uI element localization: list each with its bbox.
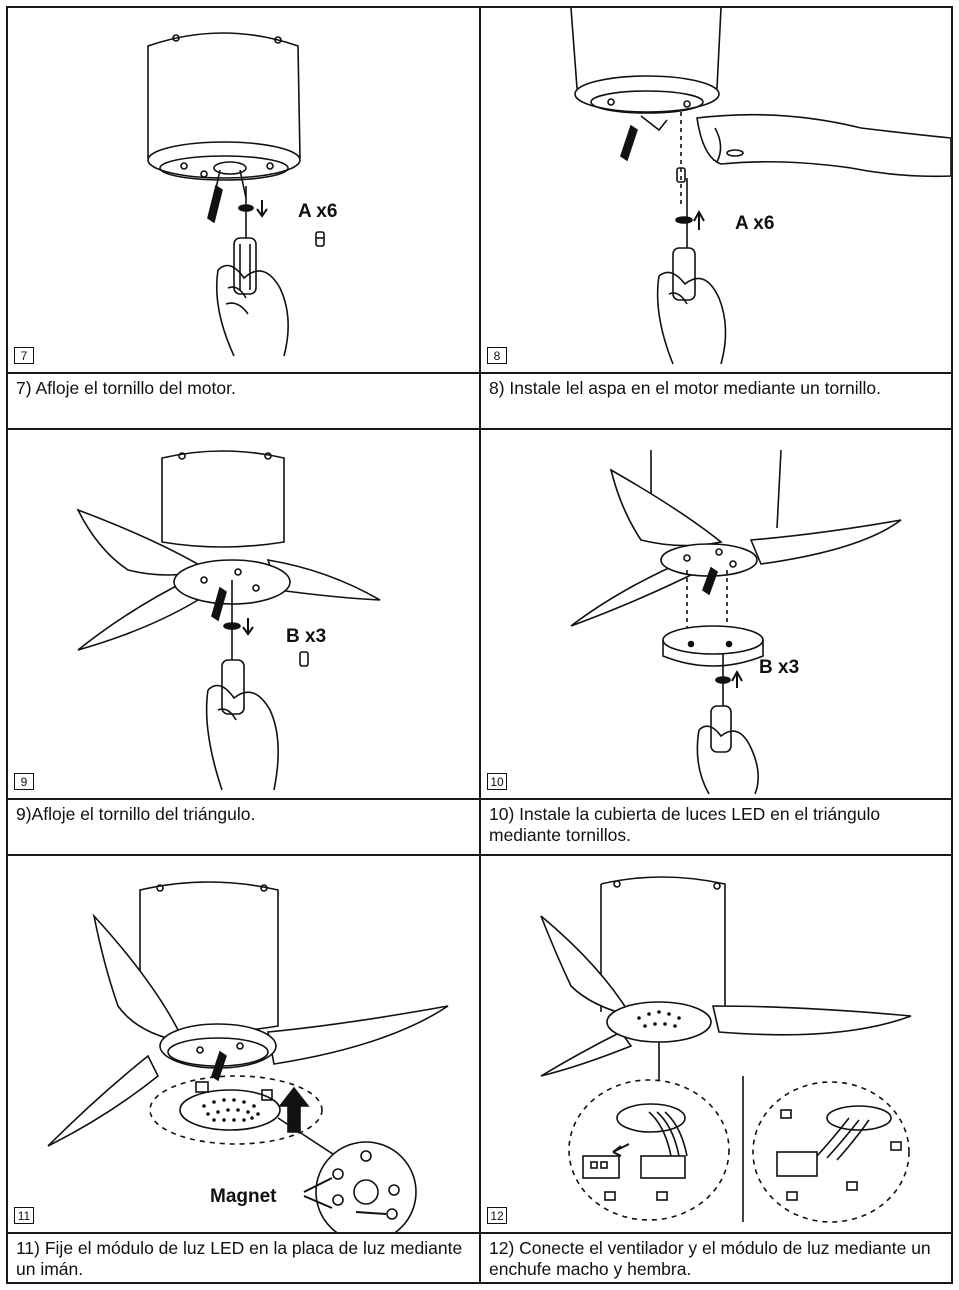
step-11-illustration: Magnet 11	[8, 856, 479, 1232]
step-9-part-label: B x3	[286, 626, 326, 648]
step-10-part-label: B x3	[759, 657, 799, 679]
step-7-part-label: A x6	[298, 201, 337, 223]
step-12-number-badge: 12	[487, 1207, 507, 1224]
step-10-illustration: B x3 10	[481, 430, 951, 798]
step-7-caption: 7) Afloje el tornillo del motor.	[8, 374, 479, 428]
step-12-caption: 12) Conecte el ventilador y el módulo de…	[481, 1234, 951, 1282]
instruction-sheet: A x6 7 7) Afloje el tornillo del motor.	[6, 6, 953, 1284]
step-7-number-badge: 7	[14, 347, 34, 364]
step-8-caption: 8) Instale lel aspa en el motor mediante…	[481, 374, 951, 428]
step-8-number-badge: 8	[487, 347, 507, 364]
step-12-illustration: 12	[481, 856, 951, 1232]
step-10-caption: 10) Instale la cubierta de luces LED en …	[481, 800, 951, 854]
step-9-illustration: B x3 9	[8, 430, 479, 798]
step-7-illustration: A x6 7	[8, 8, 479, 372]
step-10-number-badge: 10	[487, 773, 507, 790]
step-11-number-badge: 11	[14, 1207, 34, 1224]
step-9-caption: 9)Afloje el tornillo del triángulo.	[8, 800, 479, 854]
step-11-magnet-label: Magnet	[210, 1186, 277, 1208]
step-8-illustration: A x6 8	[481, 8, 951, 372]
step-11-caption: 11) Fije el módulo de luz LED en la plac…	[8, 1234, 479, 1282]
step-9-number-badge: 9	[14, 773, 34, 790]
step-8-part-label: A x6	[735, 213, 774, 235]
